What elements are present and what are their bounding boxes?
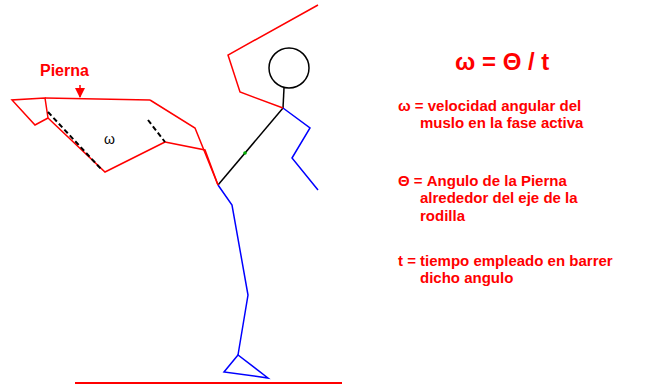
part-name: Pierna [40,62,89,80]
definition-note: Θ = Angulo de la Pierna alrededor del ej… [398,172,613,224]
right-arm [283,108,318,190]
thigh-upper [150,100,218,185]
neck [283,88,284,108]
thigh-lower [165,142,218,185]
support-foot [224,355,268,378]
angle-symbol: ω [104,131,115,147]
kicking-foot [12,98,48,125]
definition-note: ω = velocidad angular del muslo en la fa… [398,97,613,132]
previous-position [148,120,165,142]
shin-lower [48,118,165,172]
leader-arrow [79,85,81,97]
left-arm [228,5,318,108]
support-leg [218,185,248,355]
formula-title: ω = Θ / t [455,48,549,76]
center-mass-dot [243,151,247,155]
head [269,48,309,88]
ground-line [75,382,342,384]
torso [218,108,283,185]
definition-note: t = tiempo empleado en barrer dicho angu… [398,252,613,287]
previous-position [48,112,102,170]
shin-upper [45,98,150,100]
